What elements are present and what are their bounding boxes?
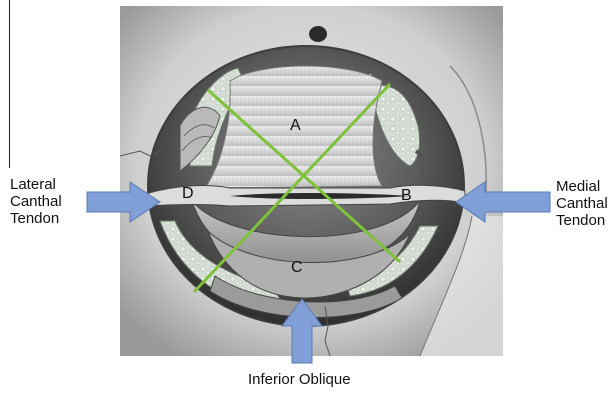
lateral-canthal-tendon-label: Lateral Canthal Tendon [10,176,62,227]
medial-canthal-tendon-label: Medial Canthal Tendon [556,178,608,229]
supraorbital-foramen [309,26,327,42]
medial-label-line-1: Medial [556,178,608,195]
point-b-label: B [401,187,412,204]
arrow-left-icon [455,181,551,223]
arrow-right-icon [86,181,162,223]
point-c-label: C [291,259,303,276]
medial-label-line-3: Tendon [556,212,608,229]
point-a-label: A [290,117,301,134]
lateral-label-line-3: Tendon [10,210,62,227]
medial-label-line-2: Canthal [556,195,608,212]
lateral-label-line-2: Canthal [10,193,62,210]
margin-rule [9,0,10,168]
arrow-up-icon [281,298,323,364]
inferior-oblique-label: Inferior Oblique [248,371,351,388]
lateral-label-line-1: Lateral [10,176,62,193]
point-d-label: D [182,185,194,202]
